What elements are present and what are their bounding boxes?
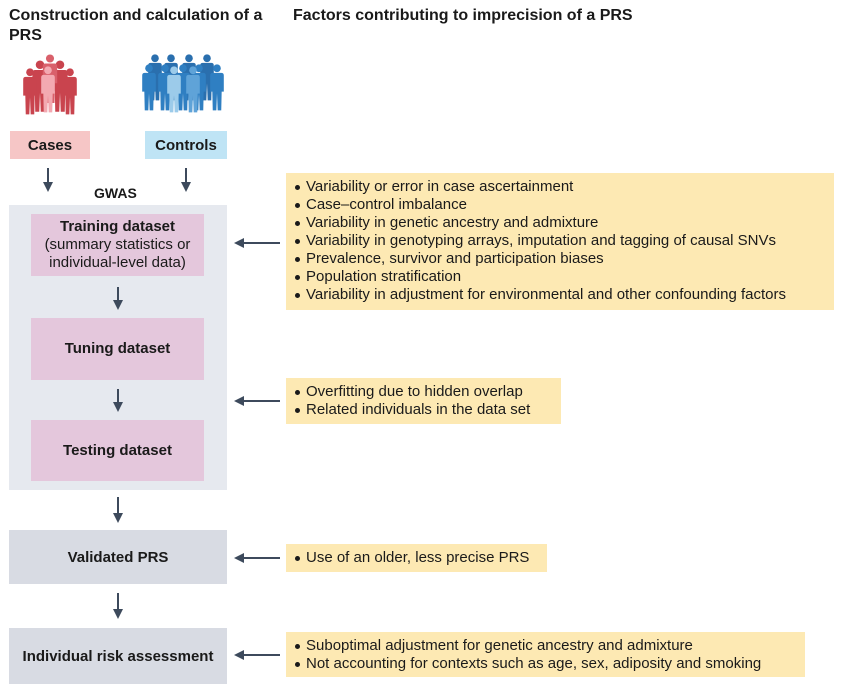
training-dataset-title: Training dataset	[59, 218, 176, 235]
training-factor-item: Prevalence, survivor and participation b…	[294, 250, 826, 268]
training-factors-list: Variability or error in case ascertainme…	[294, 178, 826, 304]
left-heading: Construction and calculation of a PRS	[9, 7, 263, 44]
cases-people-icon	[23, 54, 77, 115]
validated-factors-box: Use of an older, less precise PRS	[286, 544, 547, 572]
training-factors-box: Variability or error in case ascertainme…	[286, 173, 834, 310]
validated-factor-item: Use of an older, less precise PRS	[294, 549, 539, 567]
risk-factor-item: Not accounting for contexts such as age,…	[294, 655, 797, 673]
tuning-dataset-title: Tuning dataset	[64, 340, 171, 357]
training-factor-item: Variability in genetic ancestry and admi…	[294, 214, 826, 232]
tuning-dataset-box: Tuning dataset	[31, 318, 204, 380]
risk-factor-item: Suboptimal adjustment for genetic ancest…	[294, 637, 797, 655]
validated-prs-box: Validated PRS	[9, 530, 227, 584]
risk-factors-list: Suboptimal adjustment for genetic ancest…	[294, 637, 797, 673]
training-factor-item: Variability in adjustment for environmen…	[294, 286, 826, 304]
controls-label: Controls	[145, 131, 227, 159]
training-dataset-box: Training dataset (summary statistics or …	[31, 214, 204, 276]
controls-people-icon	[142, 54, 224, 113]
training-factor-item: Population stratification	[294, 268, 826, 286]
training-factor-item: Case–control imbalance	[294, 196, 826, 214]
individual-risk-box: Individual risk assessment	[9, 628, 227, 684]
training-factor-item: Variability or error in case ascertainme…	[294, 178, 826, 196]
right-heading: Factors contributing to imprecision of a…	[293, 7, 633, 24]
training-dataset-subtitle: (summary statistics or individual-level …	[44, 236, 191, 271]
validated-factors-list: Use of an older, less precise PRS	[294, 549, 539, 567]
training-factor-item: Variability in genotyping arrays, imputa…	[294, 232, 826, 250]
tuning-factor-item: Related individuals in the data set	[294, 401, 553, 419]
testing-dataset-title: Testing dataset	[63, 441, 172, 459]
testing-dataset-box: Testing dataset	[31, 420, 204, 481]
gwas-label: GWAS	[94, 185, 137, 201]
cases-label: Cases	[10, 131, 90, 159]
risk-factors-box: Suboptimal adjustment for genetic ancest…	[286, 632, 805, 677]
tuning-factor-item: Overfitting due to hidden overlap	[294, 383, 553, 401]
